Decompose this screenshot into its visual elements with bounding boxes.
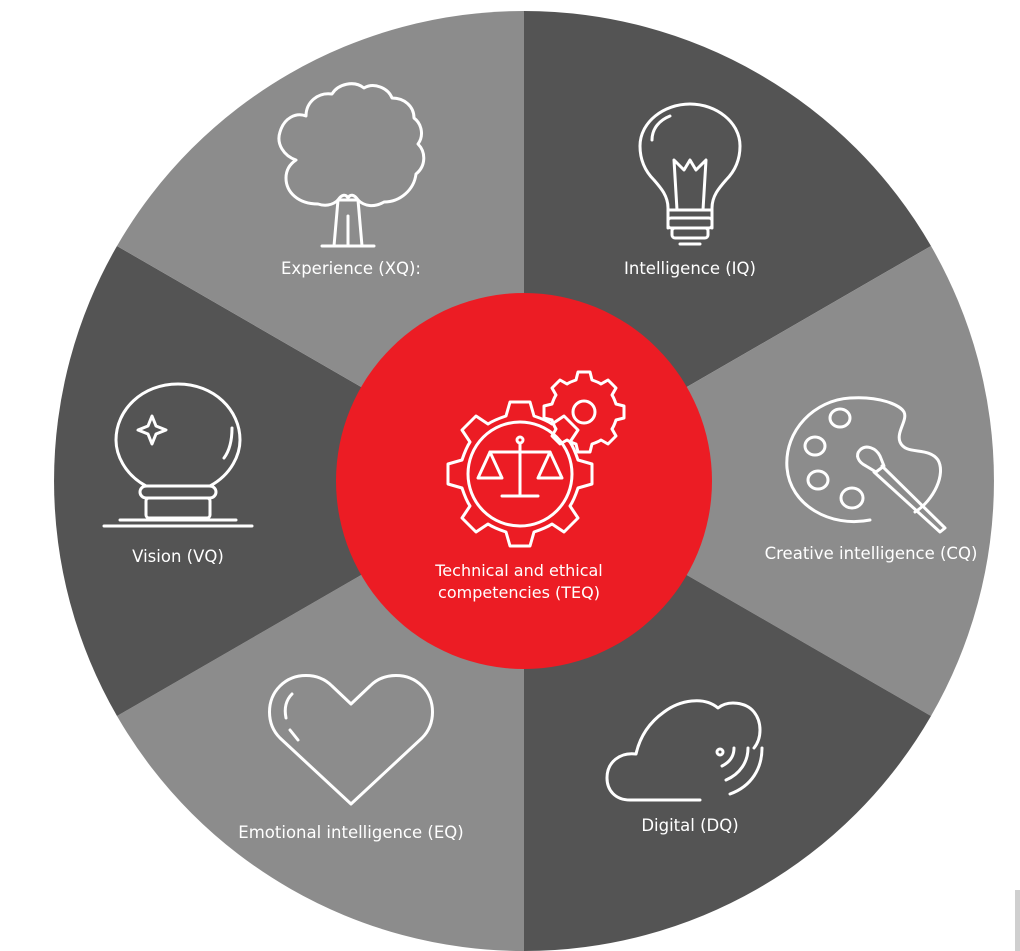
segment-label-experience: Experience (XQ):: [281, 259, 421, 278]
segment-label-vision: Vision (VQ): [132, 547, 224, 566]
cloud-signal-icon: [605, 699, 764, 802]
gear-scales-icon: [446, 370, 626, 548]
tree-icon: [277, 82, 426, 248]
palette-icon: [785, 396, 947, 534]
lightbulb-icon: [638, 102, 742, 246]
center-label-line1: Technical and ethical: [434, 561, 603, 580]
crystal-ball-icon: [102, 382, 254, 528]
segment-creative-intelligence: [524, 246, 994, 716]
corner-mark: [1015, 890, 1020, 951]
segment-vision: [54, 246, 525, 716]
heart-icon: [268, 674, 434, 806]
segment-label-emotional-intelligence: Emotional intelligence (EQ): [238, 823, 463, 842]
segment-label-creative-intelligence: Creative intelligence (CQ): [765, 544, 978, 563]
center-label-line2: competencies (TEQ): [438, 583, 600, 602]
center-circle: [336, 293, 712, 669]
segment-label-intelligence: Intelligence (IQ): [624, 259, 756, 278]
segment-label-digital: Digital (DQ): [641, 816, 738, 835]
